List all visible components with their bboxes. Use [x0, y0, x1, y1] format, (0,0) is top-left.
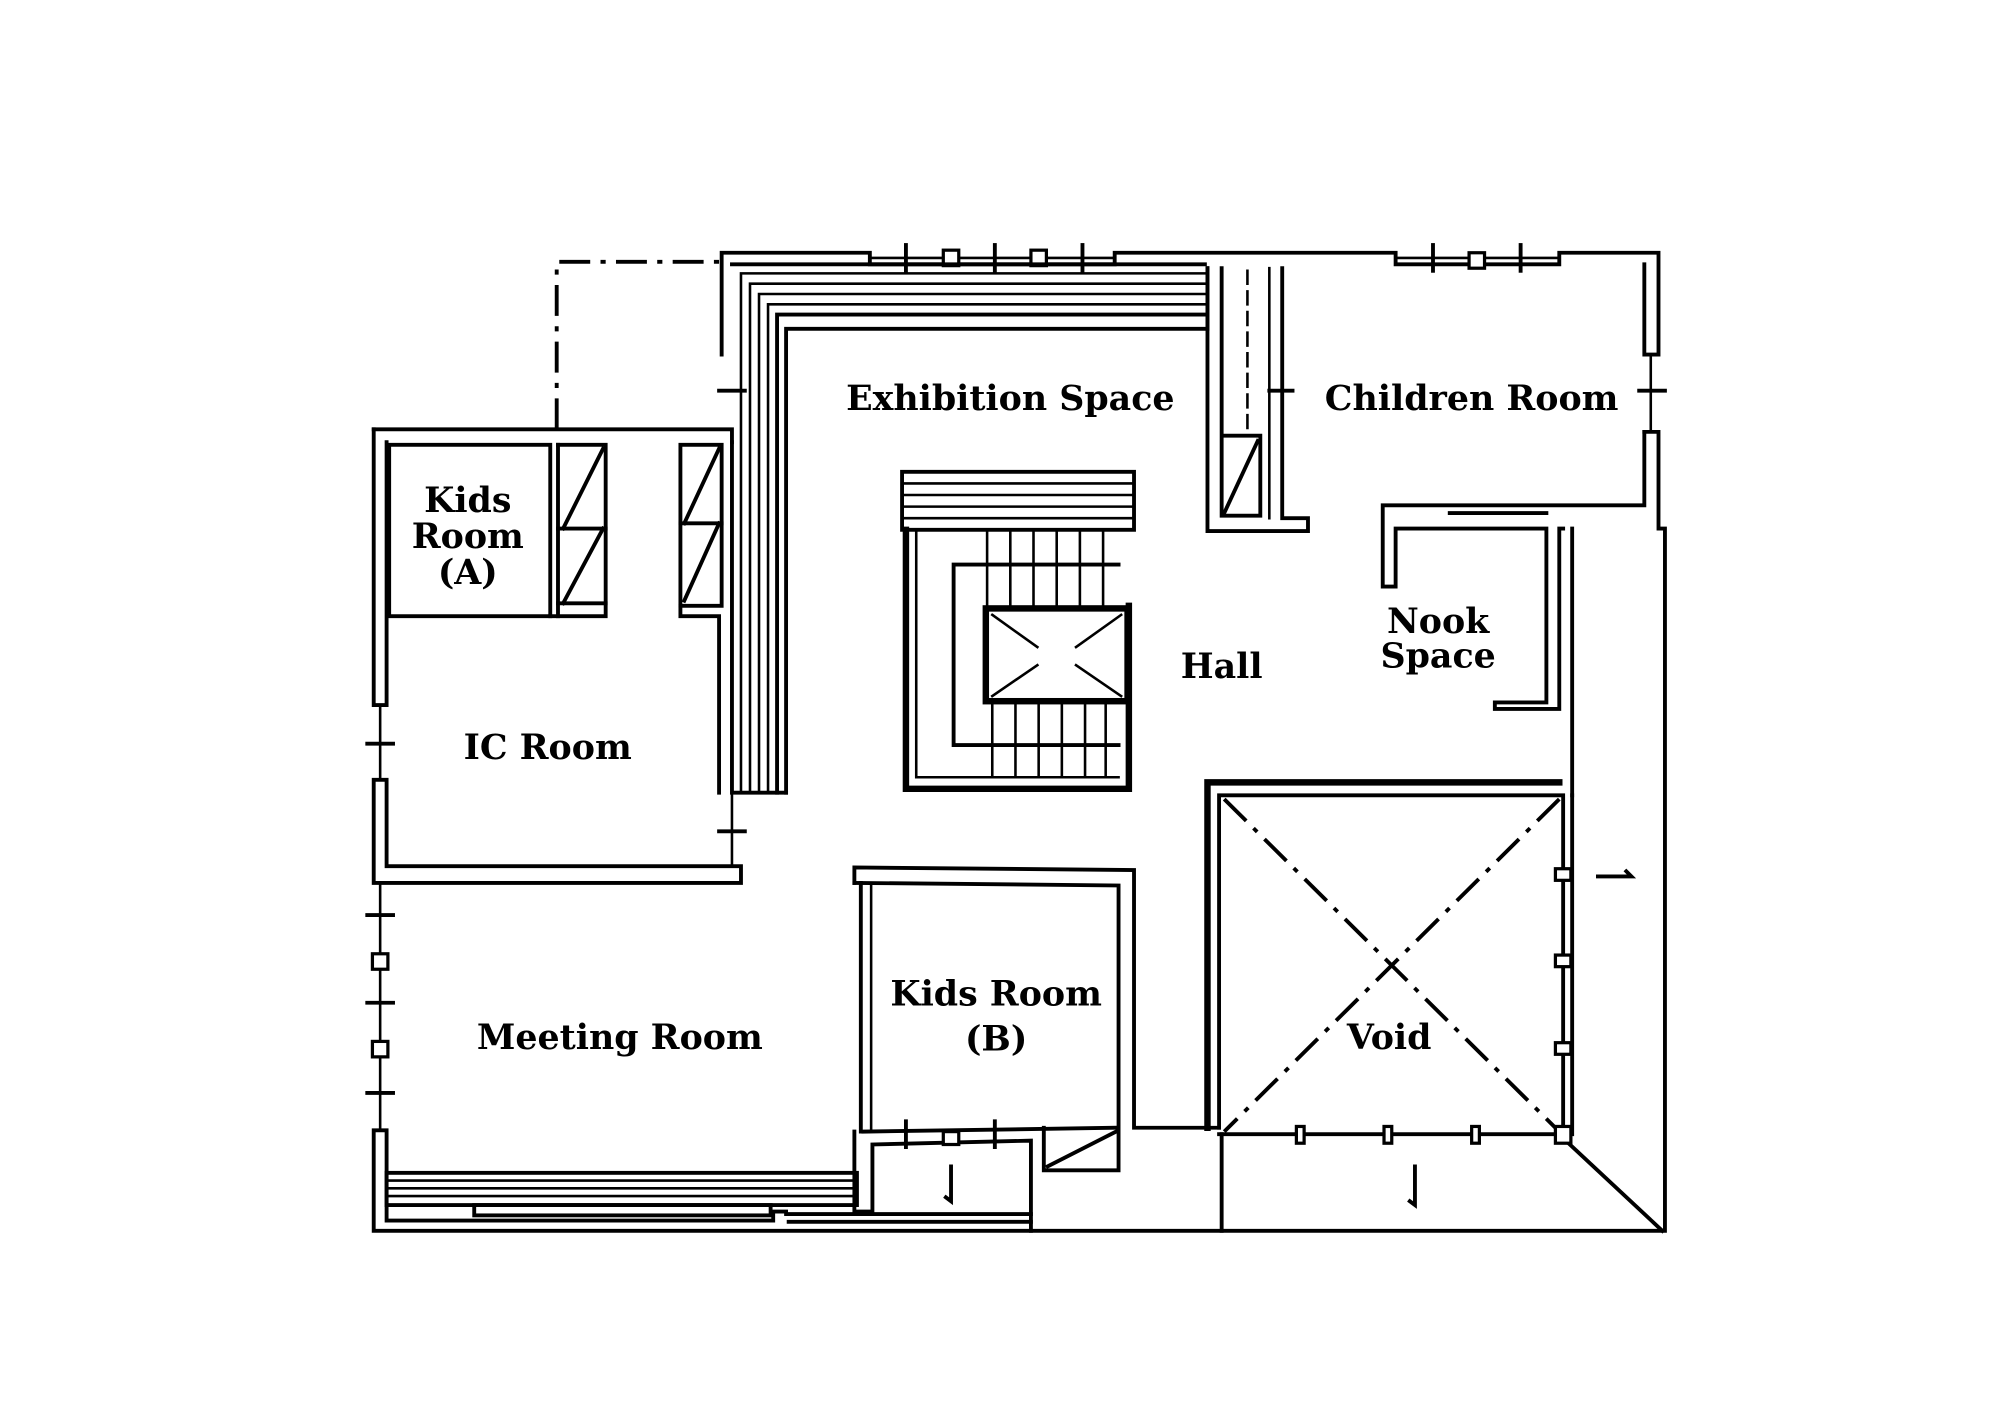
central-stairwell	[900, 469, 1136, 793]
label-ic-room: IC Room	[464, 727, 632, 768]
meeting-room-steps	[384, 1170, 859, 1218]
label-hall: Hall	[1181, 646, 1263, 687]
label-void: Void	[1346, 1017, 1432, 1058]
label-nook-space-1: Nook	[1387, 601, 1490, 642]
label-kids-room-a-1: Kids	[424, 480, 511, 521]
label-kids-room-a-2: Room	[412, 516, 524, 557]
outer-walls	[365, 243, 1667, 1233]
label-kids-room-b-2: (B)	[965, 1018, 1027, 1059]
nook-walls	[1380, 429, 1647, 711]
label-children-room: Children Room	[1325, 378, 1619, 419]
label-kids-room-b-1: Kids Room	[890, 973, 1102, 1014]
label-nook-space-2: Space	[1381, 636, 1496, 677]
label-meeting-room: Meeting Room	[477, 1017, 763, 1058]
void-area	[1204, 526, 1666, 1234]
label-exhibition-space: Exhibition Space	[846, 378, 1174, 419]
closet	[1205, 266, 1310, 534]
label-kids-room-a-3: (A)	[438, 552, 498, 593]
kids-room-a-walls	[387, 442, 724, 795]
kids-room-b-walls	[784, 865, 1222, 1233]
